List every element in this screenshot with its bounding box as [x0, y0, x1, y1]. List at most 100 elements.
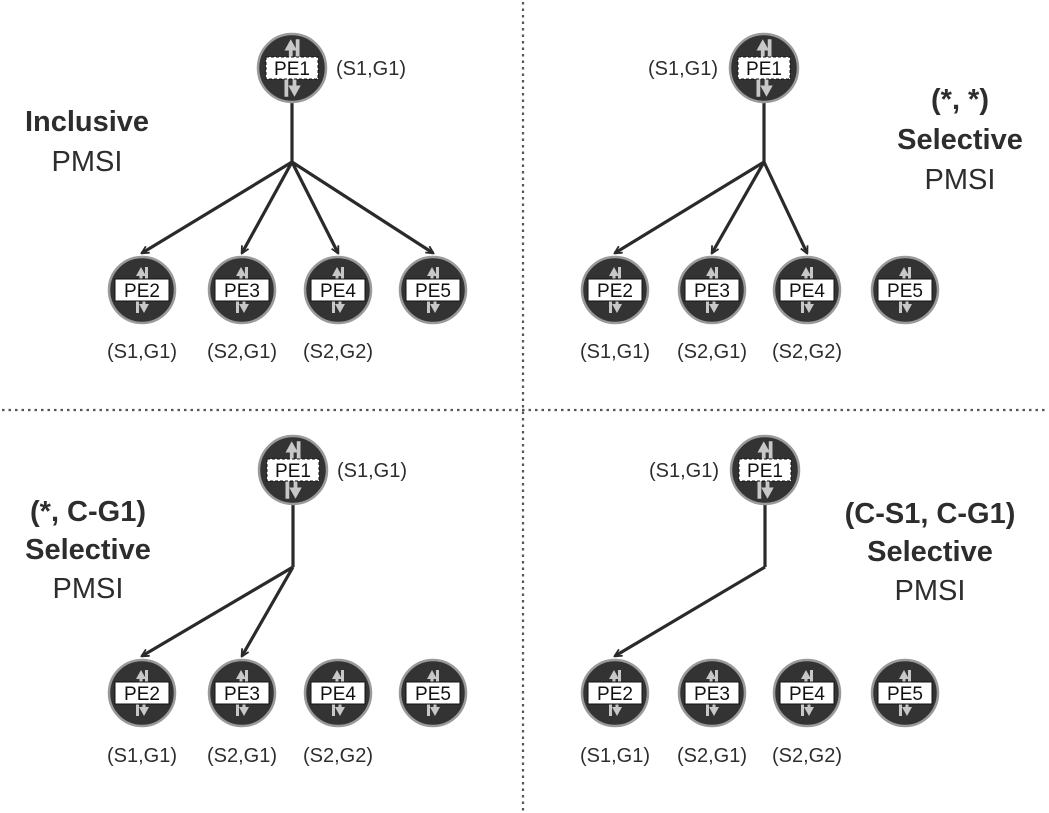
source-node: PE1 [256, 32, 328, 104]
node-label: PE1 [274, 59, 310, 80]
node-label-box [405, 278, 461, 302]
node-label: PE5 [415, 684, 451, 705]
receiver-node: PE4 [303, 658, 373, 728]
receiver-annotation: (S1,G1) [580, 341, 650, 363]
node-label: PE1 [275, 461, 311, 482]
receiver-node: PE2 [107, 658, 177, 728]
node-label-box [779, 681, 835, 705]
node-label-box [587, 681, 643, 705]
receiver-node: PE2 [580, 255, 650, 325]
receiver-node: PE3 [207, 658, 277, 728]
node-label: PE5 [887, 281, 923, 302]
source-node: PE1 [257, 434, 329, 506]
receiver-annotation: (S1,G1) [580, 745, 650, 767]
receiver-node: PE3 [677, 658, 747, 728]
node-label: PE3 [694, 281, 730, 302]
node-label: PE1 [746, 59, 782, 80]
node-label-box [266, 458, 320, 482]
panel-group-selective: (*, C-G1)SelectivePMSIPE1(S1,G1)PE2(S1,G… [25, 434, 468, 767]
receiver-annotation: (S2,G2) [772, 745, 842, 767]
node-label: PE4 [789, 684, 825, 705]
node-label: PE3 [694, 684, 730, 705]
receiver-node: PE2 [580, 658, 650, 728]
node-label-box [738, 458, 792, 482]
receiver-annotation: (S2,G1) [677, 745, 747, 767]
node-label-box [684, 278, 740, 302]
receiver-node: PE3 [677, 255, 747, 325]
arrow-down-icon [284, 78, 301, 97]
multicast-edge [710, 161, 766, 253]
panel-inclusive: InclusivePMSIPE1(S1,G1)PE2(S1,G1)PE3(S2,… [25, 32, 468, 363]
node-label-box [737, 56, 791, 80]
node-label-box [214, 681, 270, 705]
multicast-edge [615, 565, 766, 656]
panel-title-line: Selective [867, 536, 993, 568]
receiver-annotation: (S2,G2) [772, 341, 842, 363]
arrow-up-icon [757, 441, 773, 460]
node-label-box [779, 278, 835, 302]
receiver-annotation: (S1,G1) [107, 745, 177, 767]
source-annotation: (S1,G1) [649, 460, 719, 482]
source-node: PE1 [728, 32, 800, 104]
panel-title-line: (*, C-G1) [30, 496, 146, 528]
receiver-annotation: (S2,G1) [677, 341, 747, 363]
multicast-edge [762, 161, 809, 253]
receiver-node: PE5 [398, 255, 468, 325]
source-annotation: (S1,G1) [648, 58, 718, 80]
source-node: PE1 [729, 434, 801, 506]
node-label: PE4 [789, 281, 825, 302]
node-label: PE5 [415, 281, 451, 302]
multicast-edge [615, 160, 765, 253]
panel-title-line: (*, *) [931, 84, 989, 116]
multicast-edge [142, 565, 294, 656]
node-label: PE3 [224, 684, 260, 705]
receiver-node: PE5 [398, 658, 468, 728]
multicast-edge [240, 566, 295, 656]
source-annotation: (S1,G1) [337, 460, 407, 482]
multicast-edge [291, 160, 433, 253]
source-annotation: (S1,G1) [336, 58, 406, 80]
node-label-box [265, 56, 319, 80]
node-label-box [114, 278, 170, 302]
node-label-box [114, 681, 170, 705]
node-label-box [877, 278, 933, 302]
panel-title-pmsi: PMSI [53, 573, 124, 605]
arrow-up-icon [285, 441, 301, 460]
node-label-box [310, 681, 366, 705]
receiver-annotation: (S1,G1) [107, 341, 177, 363]
node-label: PE2 [597, 684, 633, 705]
panel-source-group-selective: (C-S1, C-G1)SelectivePMSIPE1(S1,G1)PE2(S… [580, 434, 1016, 767]
receiver-annotation: (S2,G1) [207, 745, 277, 767]
arrow-up-icon [284, 39, 300, 58]
node-label: PE2 [597, 281, 633, 302]
multicast-edge [142, 160, 293, 253]
node-label: PE5 [887, 684, 923, 705]
panel-title-pmsi: PMSI [925, 164, 996, 196]
panel-title-pmsi: PMSI [52, 146, 123, 178]
receiver-node: PE2 [107, 255, 177, 325]
panel-title-line: Selective [897, 124, 1023, 156]
node-label-box [405, 681, 461, 705]
receiver-node: PE5 [870, 658, 940, 728]
multicast-edge [240, 161, 294, 253]
arrow-down-icon [756, 78, 773, 97]
node-label-box [684, 681, 740, 705]
receiver-node: PE4 [772, 255, 842, 325]
node-label-box [214, 278, 270, 302]
arrow-up-icon [756, 39, 772, 58]
arrow-down-icon [757, 480, 774, 499]
node-label: PE4 [320, 281, 356, 302]
node-label: PE4 [320, 684, 356, 705]
receiver-node: PE5 [870, 255, 940, 325]
panel-title-line: Inclusive [25, 106, 149, 138]
node-label: PE3 [224, 281, 260, 302]
receiver-node: PE3 [207, 255, 277, 325]
panel-title-line: (C-S1, C-G1) [845, 498, 1016, 530]
node-label-box [587, 278, 643, 302]
receiver-node: PE4 [303, 255, 373, 325]
node-label: PE2 [124, 684, 160, 705]
node-label: PE2 [124, 281, 160, 302]
receiver-annotation: (S2,G2) [303, 745, 373, 767]
